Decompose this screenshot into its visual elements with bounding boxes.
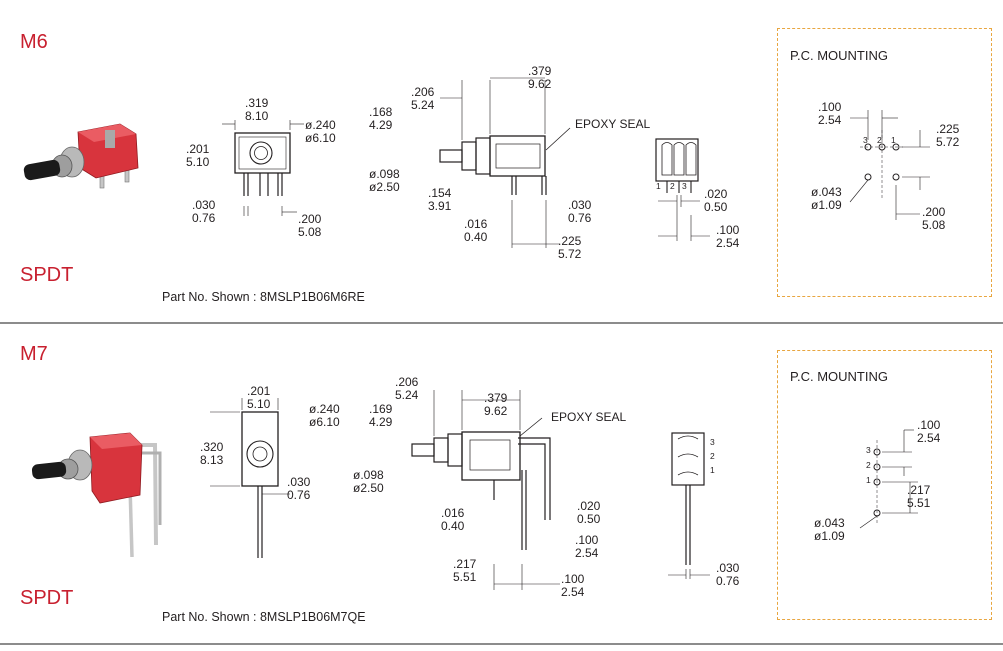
epoxy-seal-label-m7: EPOXY SEAL <box>551 410 627 424</box>
pcb-mounting-box-m6 <box>777 28 992 297</box>
pin-label: 1 <box>866 475 871 485</box>
side-view-m7 <box>411 390 560 590</box>
pin-label: 2 <box>866 460 871 470</box>
end-view-m7 <box>668 432 710 579</box>
section-type-m7: SPDT <box>20 587 74 609</box>
pin-label: 1 <box>656 181 661 191</box>
pin-label: 1 <box>891 135 896 145</box>
epoxy-seal-label-m6: EPOXY SEAL <box>575 117 651 131</box>
section-code-m7: M7 <box>20 343 48 365</box>
section-type-m6: SPDT <box>20 264 74 286</box>
section-divider <box>0 322 1003 324</box>
switch-photo-m6 <box>23 123 139 189</box>
end-view-m6 <box>655 138 710 241</box>
pin-label: 1 <box>710 465 715 475</box>
pcb-layout-m6 <box>849 110 930 220</box>
front-view-m7 <box>210 398 290 558</box>
pcb-mounting-box-m7 <box>777 350 992 620</box>
front-view-m6 <box>222 120 304 216</box>
side-view-m6 <box>439 77 571 248</box>
pin-label: 3 <box>866 445 871 455</box>
pin-label: 3 <box>710 437 715 447</box>
switch-photo-m7 <box>31 432 162 558</box>
part-number-m6: Part No. Shown : 8MSLP1B06M6RE <box>162 290 365 304</box>
pin-label: 2 <box>670 181 675 191</box>
pin-label: 3 <box>863 135 868 145</box>
pcb-mounting-title-m7: P.C. MOUNTING <box>790 369 888 384</box>
part-number-m7: Part No. Shown : 8MSLP1B06M7QE <box>162 610 366 624</box>
pcb-layout-m7 <box>859 429 918 529</box>
pin-label: 2 <box>877 135 882 145</box>
pin-label: 2 <box>710 451 715 461</box>
section-divider <box>0 643 1003 645</box>
section-code-m6: M6 <box>20 31 48 53</box>
pin-label: 3 <box>682 181 687 191</box>
pcb-mounting-title-m6: P.C. MOUNTING <box>790 48 888 63</box>
